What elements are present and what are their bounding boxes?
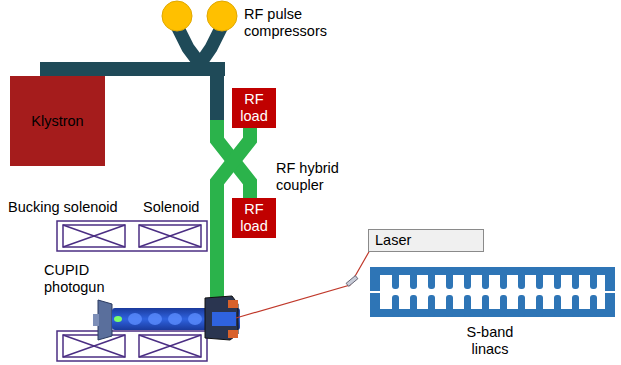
node-text: Laser: [375, 232, 411, 249]
rf-load-box: RF load: [232, 88, 276, 128]
laser-box: Laser: [368, 229, 484, 252]
component-label: Bucking solenoid: [8, 199, 133, 216]
node-text: RF load: [239, 201, 269, 234]
node-text: Klystron: [31, 113, 83, 130]
photogun: [93, 296, 240, 340]
pulse-compressors: [162, 1, 237, 64]
component-label: RF hybrid coupler: [276, 160, 351, 193]
linac-structure: [370, 267, 615, 317]
component-label: RF pulse compressors: [244, 6, 339, 39]
klystron-box: Klystron: [10, 76, 105, 166]
component-label: S-band linacs: [452, 324, 528, 357]
component-label: CUPID photogun: [44, 262, 112, 295]
laser-beam: [236, 250, 370, 318]
component-label: Solenoid: [143, 199, 213, 216]
rf-load-box: RF load: [232, 198, 276, 238]
node-text: RF load: [239, 91, 269, 124]
